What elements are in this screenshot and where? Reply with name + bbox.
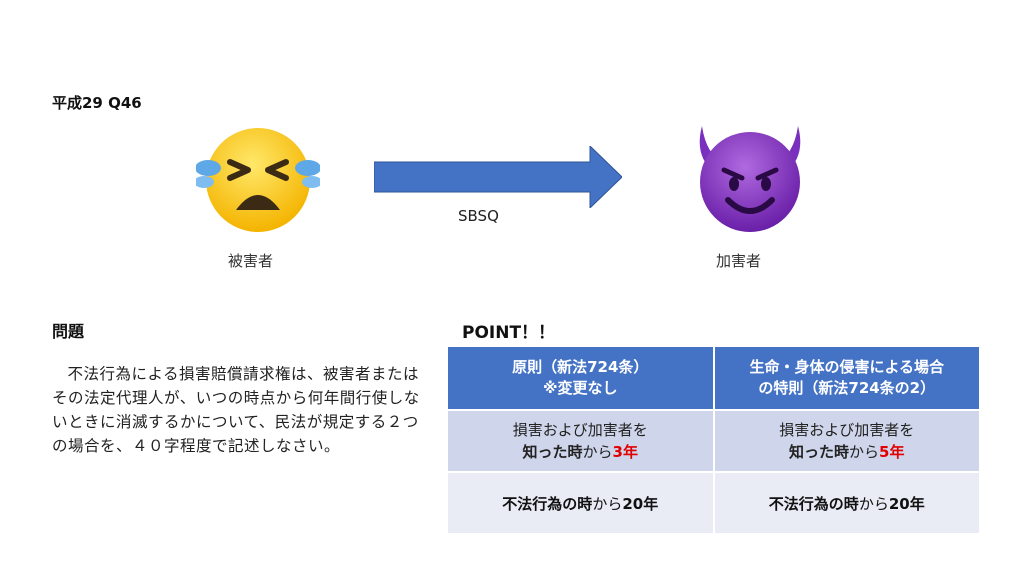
point-heading: POINT！！ [462, 323, 556, 343]
cell-bold: 不法行為の時 [768, 494, 859, 513]
slide-title: 平成29 Q46 [52, 94, 142, 112]
years-3: 3年 [612, 443, 638, 461]
cell-principle-knowledge: 損害および加害者を 知った時から3年 [446, 409, 715, 473]
header-special-line2: の特則（新法724条の2） [758, 379, 936, 397]
smiling-devil-icon [699, 126, 801, 232]
cell-special-tort: 不法行為の時から20年 [712, 471, 981, 535]
header-principle-line2: ※変更なし [542, 379, 618, 397]
cell-bold: 不法行為の時 [502, 494, 593, 513]
right-arrow-icon [374, 146, 622, 208]
arrow-label: SBSQ [458, 207, 499, 225]
cell-mid: から [858, 494, 889, 513]
table-header-row: 原則（新法724条） ※変更なし 生命・身体の侵害による場合 の特則（新法724… [446, 345, 981, 411]
cell-principle-tort: 不法行為の時から20年 [446, 471, 715, 535]
problem-heading: 問題 [52, 322, 85, 341]
point-table: 原則（新法724条） ※変更なし 生命・身体の侵害による場合 の特則（新法724… [446, 345, 981, 535]
cell-special-knowledge: 損害および加害者を 知った時から5年 [712, 409, 981, 473]
cell-bold: 知った時 [522, 443, 583, 461]
header-principle-line1: 原則（新法724条） [512, 358, 649, 376]
victim-label: 被害者 [228, 252, 274, 270]
cell-line: 損害および加害者を [512, 421, 648, 439]
cell-bold: 20年 [622, 494, 659, 513]
cell-mid: から [849, 443, 880, 461]
table-row: 不法行為の時から20年 不法行為の時から20年 [446, 471, 981, 535]
header-special-line1: 生命・身体の侵害による場合 [749, 358, 945, 376]
years-5: 5年 [879, 443, 905, 461]
cell-bold: 知った時 [789, 443, 850, 461]
table-row: 損害および加害者を 知った時から3年 損害および加害者を 知った時から5年 [446, 409, 981, 473]
cell-mid: から [592, 494, 623, 513]
header-special-rule: 生命・身体の侵害による場合 の特則（新法724条の2） [712, 345, 981, 411]
cell-bold: 20年 [888, 494, 925, 513]
cell-line: 損害および加害者を [779, 421, 915, 439]
header-principle: 原則（新法724条） ※変更なし [446, 345, 715, 411]
perpetrator-label: 加害者 [716, 252, 762, 270]
tired-face-icon [196, 128, 320, 232]
problem-text: 不法行為による損害賠償請求権は、被害者またはその法定代理人が、いつの時点から何年… [52, 365, 420, 455]
cell-mid: から [582, 443, 613, 461]
